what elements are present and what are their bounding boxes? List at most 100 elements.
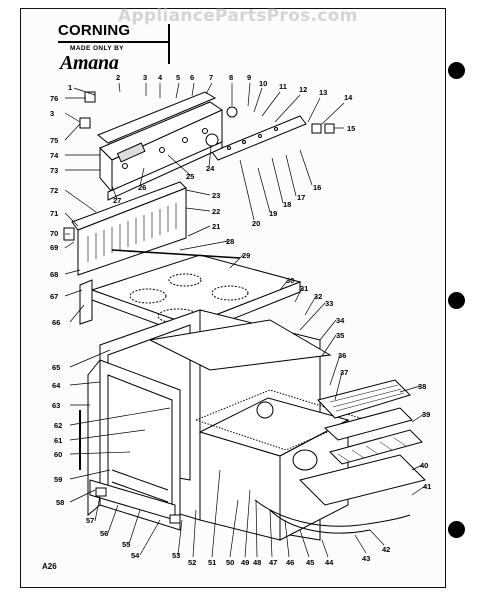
callout-number: 51 [208,558,216,567]
callout-number: 45 [306,558,314,567]
callout-number: 20 [252,219,260,228]
callout-number: 8 [229,73,233,82]
callout-number: 3 [143,73,147,82]
callout-number: 47 [269,558,277,567]
switch-panel [211,115,307,161]
switch [227,146,231,150]
callout-number: 27 [113,196,121,205]
callout-number: 32 [314,292,322,301]
door-glass-edge [111,481,169,503]
end-cap [84,91,96,103]
callout-number: 63 [52,401,60,410]
cooktop-element [129,288,167,304]
switch [258,134,262,138]
callout-number: 71 [50,209,58,218]
callout-number: 34 [336,316,345,325]
switch [242,140,246,144]
callout-number: 69 [50,243,58,252]
callout-number: 54 [131,551,140,560]
timer-dial [226,106,238,118]
callout-number: 66 [52,318,60,327]
brand-divider [168,24,170,64]
callout-number: 42 [382,545,390,554]
callout-number: 40 [420,461,428,470]
insulation [194,389,362,451]
cooktop-element [211,285,249,301]
oven-bottom-panel [299,454,426,506]
vent-slots [87,203,177,262]
callout-number: 28 [226,237,234,246]
callout-number: 5 [176,73,180,82]
callout-number: 56 [100,529,108,538]
side-trim [79,279,93,325]
end-cap [79,117,91,129]
callout-number: 57 [86,516,94,525]
binder-hole-bottom [448,521,465,538]
cooktop-element [168,273,202,287]
callout-number: 18 [283,200,291,209]
callout-number: 7 [209,73,213,82]
vent-panel [77,187,187,276]
control-knob [159,147,165,153]
bracket [324,123,335,134]
broiler-slots [329,384,405,412]
cabinet-top [148,319,332,371]
switch [274,127,278,131]
amana-logo: Amana [60,52,119,74]
control-knob [122,163,128,169]
callout-number: 10 [259,79,267,88]
watermark: AppliancePartsPros.com [118,6,358,26]
callout-number: 38 [418,382,426,391]
callout-number: 31 [300,284,308,293]
bake-element-loop [269,509,371,534]
bracket [311,123,322,134]
callout-number: 55 [122,540,130,549]
callout-number: 43 [362,554,370,563]
callout-number: 73 [50,166,58,175]
callout-number: 70 [50,229,58,238]
callout-number: 39 [422,410,430,419]
callout-number: 68 [50,270,58,279]
callout-number: 33 [325,299,333,308]
control-knob [202,128,208,134]
callout-number: 46 [286,558,294,567]
control-panel-bottom [107,141,223,201]
callout-number: 25 [186,172,194,181]
callout-number: 50 [226,558,234,567]
door-side-trim [87,358,101,517]
binder-hole-top [448,62,465,79]
broiler-pan [323,407,413,441]
callout-number: 22 [212,207,220,216]
callout-number: 14 [344,93,353,102]
made-by-label: MADE ONLY BY [70,45,124,52]
oven-rack-upper [329,429,423,465]
oven-light [256,401,274,419]
callout-number: 2 [116,73,120,82]
leader-lines [64,82,426,558]
callout-number: 75 [50,136,58,145]
callout-number: 53 [172,551,180,560]
door-glass-edge [111,469,169,491]
callout-number: 41 [423,482,431,491]
callout-number: 29 [242,251,250,260]
callout-number: 64 [52,381,61,390]
callout-number: 4 [158,73,163,82]
callout-number: 19 [269,209,277,218]
callout-number: 36 [338,351,346,360]
callout-number: 58 [56,498,64,507]
binder-hole-middle [448,292,465,309]
callout-number: 23 [212,191,220,200]
callout-number: 11 [279,82,287,91]
callout-number: 44 [325,558,334,567]
brand-title: CORNING [58,22,131,39]
bake-element [254,499,411,527]
page-code: A26 [42,562,57,571]
control-knob [182,137,188,143]
callout-number: 72 [50,186,58,195]
callout-number: 1 [68,83,72,92]
backguard-top-trim [97,91,217,144]
callout-number: 6 [190,73,194,82]
callout-number: 60 [54,450,62,459]
callout-number: 17 [297,193,305,202]
